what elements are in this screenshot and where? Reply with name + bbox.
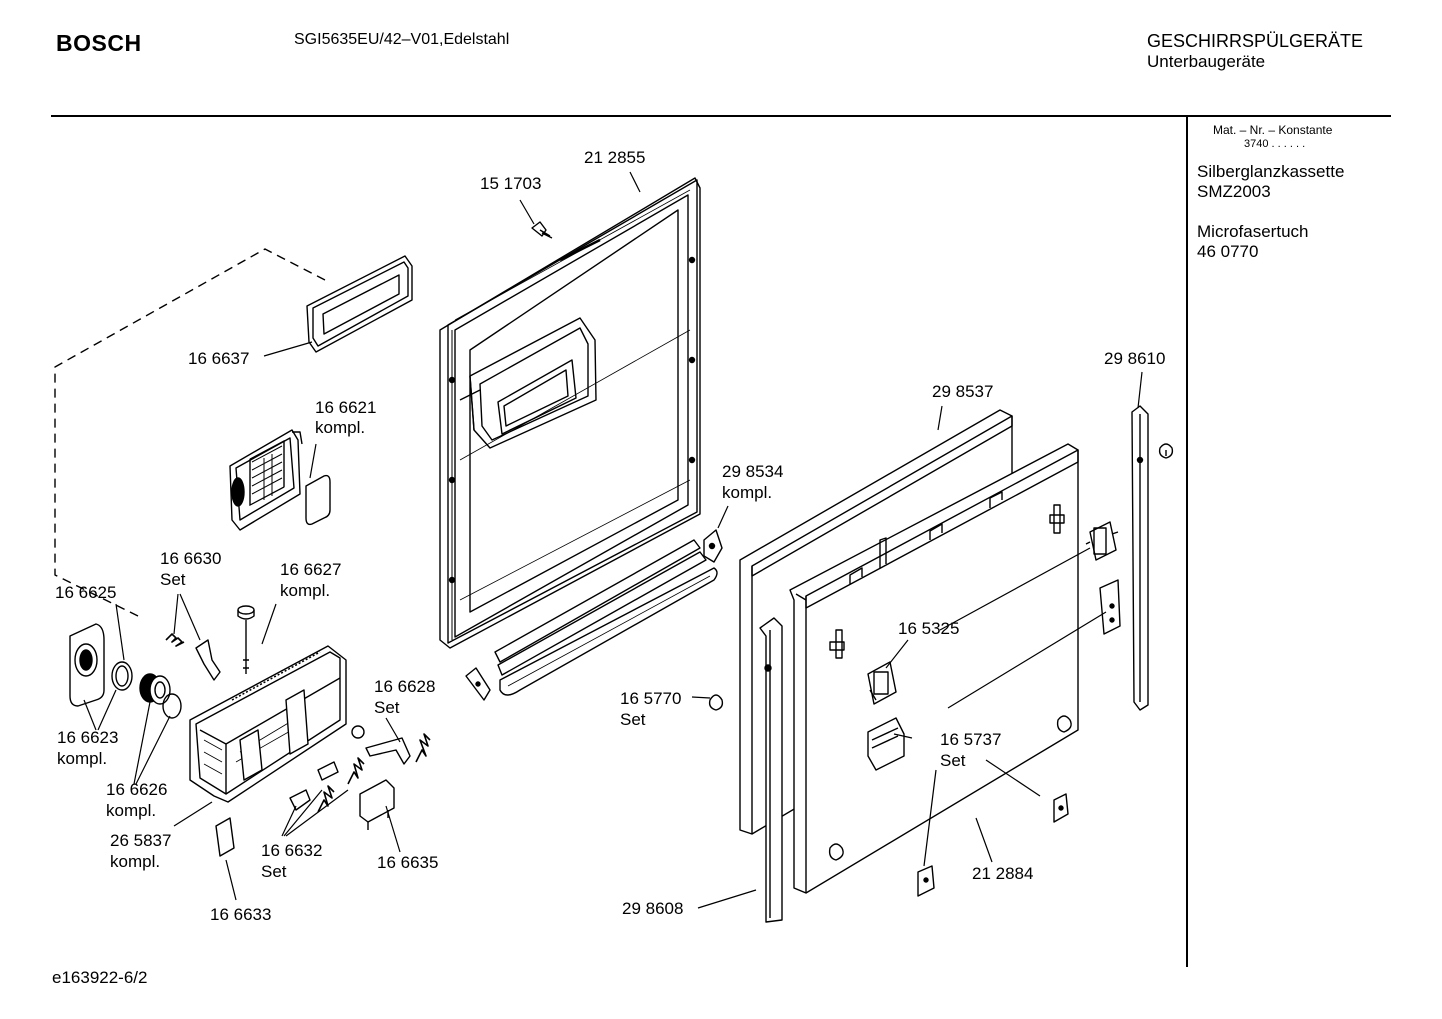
leader-lines	[83, 171, 1143, 909]
assembly-dashed-line	[54, 248, 326, 618]
part-label: 29 8537	[932, 382, 993, 401]
part-label-sub: Set	[261, 862, 287, 881]
category-subtitle: Unterbaugeräte	[1147, 52, 1266, 71]
control-housing	[189, 645, 347, 803]
micro-switch	[359, 779, 395, 830]
side-profile-left	[759, 617, 783, 923]
foot-bracket-right	[1053, 793, 1069, 823]
screw-part	[531, 221, 553, 239]
part-label-sub: Set	[940, 751, 966, 770]
spring-part	[165, 633, 185, 647]
end-cap	[1158, 443, 1174, 459]
part-label: 16 6627	[280, 560, 341, 579]
dispenser-gasket	[306, 255, 413, 353]
o-ring	[162, 693, 182, 719]
part-label: 15 1703	[480, 174, 541, 193]
part-label: 16 6637	[188, 349, 249, 368]
seal-ring-inner	[115, 665, 129, 687]
part-label-sub: kompl.	[57, 749, 107, 768]
part-label: 29 8608	[622, 899, 683, 918]
header-divider	[51, 115, 1391, 117]
part-label-sub: kompl.	[110, 852, 160, 871]
small-spring	[317, 785, 335, 813]
threaded-nut	[139, 673, 171, 705]
accessory-name: Silberglanzkassette	[1197, 162, 1345, 181]
brand-logo: BOSCH	[56, 30, 142, 56]
part-label-sub: kompl.	[722, 483, 772, 502]
accessory-number: 46 0770	[1197, 242, 1259, 261]
part-label-sub: kompl.	[106, 801, 156, 820]
part-label: 16 6625	[55, 583, 116, 602]
category-title: GESCHIRRSPÜLGERÄTE	[1147, 31, 1364, 51]
part-label: 16 6626	[106, 780, 167, 799]
door-front-panel	[789, 443, 1079, 894]
part-label-sub: Set	[620, 710, 646, 729]
part-label-sub: kompl.	[315, 418, 365, 437]
part-label: 16 6633	[210, 905, 271, 924]
clip-165737	[867, 717, 905, 771]
plunger-part	[237, 605, 255, 674]
part-label: 16 6621	[315, 398, 376, 417]
small-spring-2	[347, 757, 365, 785]
inner-door-panel	[439, 177, 701, 649]
drawing-reference-code: e163922-6/2	[52, 968, 148, 987]
part-label: 16 6628	[374, 677, 435, 696]
actuator-arm	[317, 761, 339, 781]
part-label: 16 5325	[898, 619, 959, 638]
seal-ring	[111, 661, 133, 691]
lower-door-strip	[494, 539, 718, 696]
part-label: 29 8534	[722, 462, 783, 481]
part-label: 29 8610	[1104, 349, 1165, 368]
actuator-slide	[289, 789, 311, 811]
rinse-aid-seal	[305, 474, 331, 526]
mat-number-header: Mat. – Nr. – Konstante	[1213, 123, 1333, 137]
foot-bracket-left	[917, 865, 935, 897]
mat-number-constant: 3740 . . . . . .	[1244, 138, 1306, 150]
part-label: 16 6630	[160, 549, 221, 568]
part-label: 16 6623	[57, 728, 118, 747]
part-label: 16 6632	[261, 841, 322, 860]
accessory-number: SMZ2003	[1197, 182, 1271, 201]
part-label: 26 5837	[110, 831, 171, 850]
lever-arm	[365, 737, 411, 765]
clip-lower-right	[1099, 579, 1121, 635]
clip-upper-right	[1085, 521, 1119, 561]
latch-cover	[69, 623, 105, 707]
part-label: 16 5737	[940, 730, 1001, 749]
part-label-sub: Set	[374, 698, 400, 717]
rinse-aid-module	[229, 429, 303, 531]
part-label: 21 2884	[972, 864, 1033, 883]
ring-part	[351, 725, 365, 739]
connector-tab	[215, 817, 235, 857]
model-title: SGI5635EU/42–V01,Edelstahl	[294, 31, 510, 48]
part-label: 21 2855	[584, 148, 645, 167]
part-label: 16 5770	[620, 689, 681, 708]
coil-spring	[415, 733, 431, 763]
clip-center	[867, 661, 897, 705]
lever-part	[195, 639, 221, 681]
part-label: 16 6635	[377, 853, 438, 872]
side-profile-right	[1131, 405, 1149, 711]
accessory-name: Microfasertuch	[1197, 222, 1309, 241]
cover-plug	[708, 694, 724, 711]
sidebar-divider	[1186, 117, 1188, 967]
hinge-bracket	[703, 529, 723, 563]
part-label-sub: kompl.	[280, 581, 330, 600]
hinge-bracket-left	[465, 667, 491, 701]
part-label-sub: Set	[160, 570, 186, 589]
